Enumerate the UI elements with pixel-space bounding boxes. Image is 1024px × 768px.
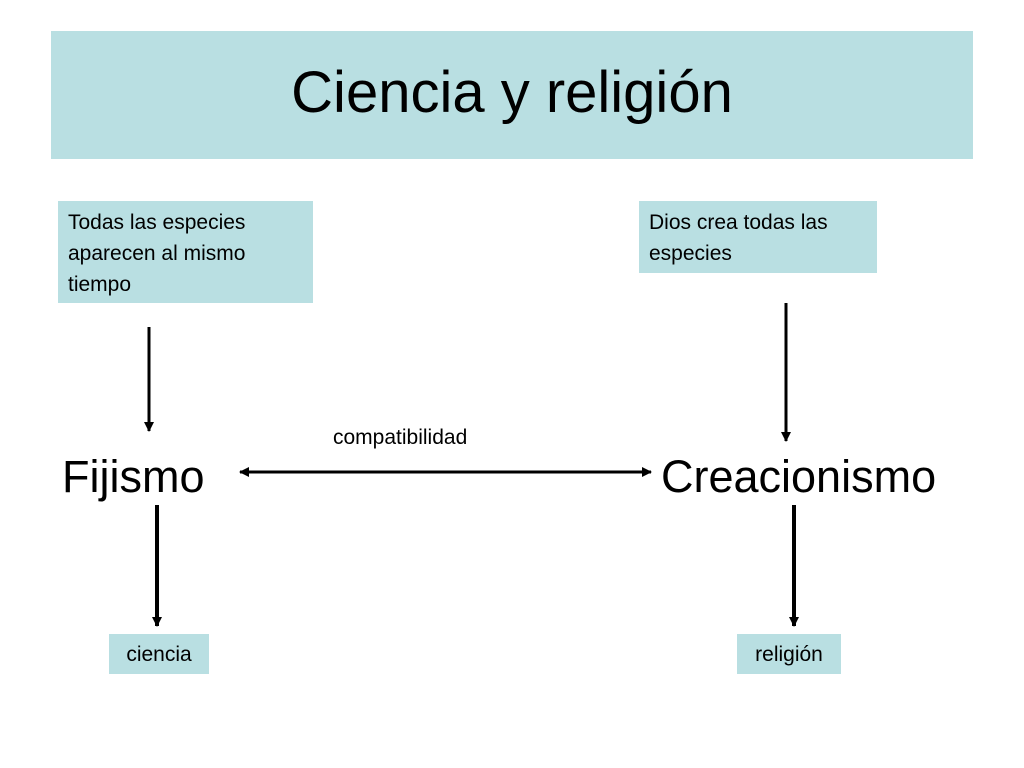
relation-label: compatibilidad [333,426,468,449]
outcome-text-ciencia: ciencia [126,642,192,666]
concept-fijismo: Fijismo [62,451,205,502]
concept-creacionismo: Creacionismo [661,451,937,502]
premise-text-creacionismo: Dios crea todas las especies [649,211,828,265]
premise-box-creacionismo: Dios crea todas las especies [639,201,877,273]
outcome-text-religion: religión [755,642,823,666]
outcome-box-ciencia: ciencia [109,634,209,674]
outcome-box-religion: religión [737,634,841,674]
premise-box-fijismo: Todas las especies aparecen al mismo tie… [58,201,313,303]
title-banner: Ciencia y religión [51,31,973,159]
premise-text-fijismo: Todas las especies aparecen al mismo tie… [68,211,246,296]
slide-title: Ciencia y religión [291,60,733,125]
